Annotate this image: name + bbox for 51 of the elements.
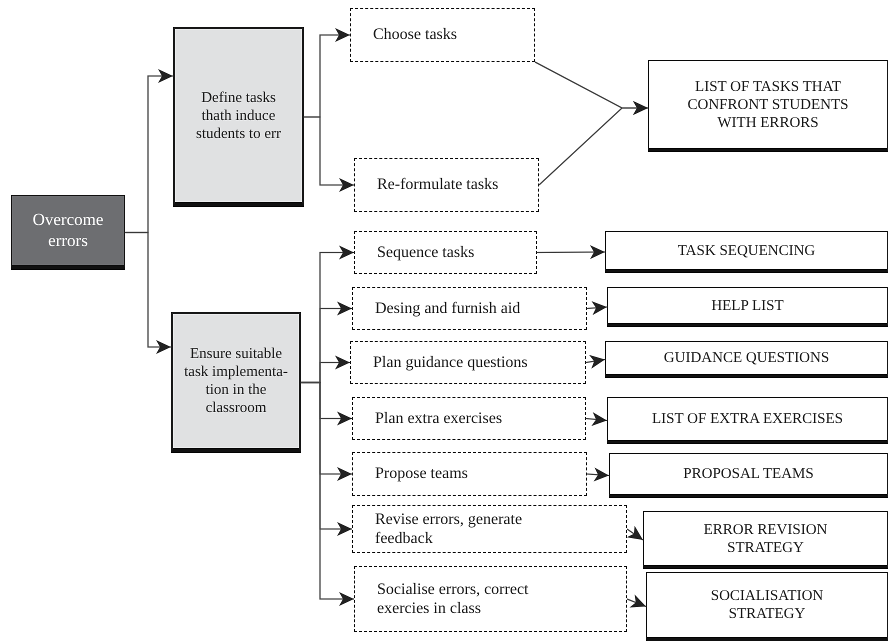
- node-label: Propose teams: [375, 464, 468, 484]
- arrow: [125, 232, 171, 354]
- arrow: [626, 526, 644, 541]
- arrow: [586, 468, 610, 482]
- node-label: ERROR REVISION STRATEGY: [702, 520, 828, 556]
- node-label: Re-formulate tasks: [377, 175, 498, 195]
- arrow: [304, 116, 354, 192]
- arrow: [301, 382, 354, 606]
- activity-box: [354, 158, 539, 212]
- node-label: PROPOSAL TEAMS: [683, 465, 814, 483]
- activity-box: [354, 231, 537, 274]
- node-label: Plan extra exercises: [375, 408, 502, 428]
- node-label: LIST OF EXTRA EXERCISES: [652, 410, 843, 428]
- product-box: [605, 231, 888, 273]
- stage-box: [173, 27, 304, 207]
- activity-box: [352, 505, 627, 553]
- arrow: [586, 412, 608, 426]
- product-box: [643, 511, 888, 569]
- activity-box: [352, 452, 587, 496]
- activity-box: [350, 8, 535, 62]
- product-box: [646, 572, 888, 641]
- node-label: GUIDANCE QUESTIONS: [664, 349, 830, 367]
- arrow: [537, 245, 605, 260]
- activity-box: [352, 287, 587, 330]
- activity-box: [352, 397, 586, 440]
- node-label: SOCIALISATION STRATEGY: [710, 587, 824, 623]
- node-label: Desing and furnish aid: [375, 298, 520, 318]
- arrow: [586, 354, 606, 369]
- product-box: [605, 341, 888, 378]
- node-label: Revise errors, generate feedback: [375, 510, 524, 548]
- topic-box: [11, 195, 125, 270]
- node-label: Overcome errors: [32, 210, 104, 251]
- arrow: [586, 301, 608, 316]
- product-box: [607, 287, 888, 327]
- node-label: Plan guidance questions: [373, 352, 528, 372]
- product-box: [609, 453, 888, 498]
- node-label: Choose tasks: [373, 25, 457, 45]
- node-label: Ensure suitable task implementa- tion in the classroom: [183, 345, 289, 417]
- activity-box: [354, 566, 627, 632]
- product-box: [648, 60, 888, 152]
- node-label: Socialise errors, correct exercies in class: [377, 580, 530, 618]
- node-label: LIST OF TASKS THAT CONFRONT STUDENTS WITH ERRORS: [686, 78, 850, 132]
- node-label: HELP LIST: [711, 296, 784, 314]
- node-label: Define tasks thath induce students to err: [195, 88, 282, 142]
- arrow: [626, 594, 646, 608]
- product-box: [607, 397, 888, 444]
- activity-box: [350, 341, 586, 384]
- arrow: [538, 101, 648, 186]
- node-label: Sequence tasks: [377, 242, 474, 262]
- stage-box: [171, 312, 301, 453]
- node-label: TASK SEQUENCING: [678, 242, 816, 260]
